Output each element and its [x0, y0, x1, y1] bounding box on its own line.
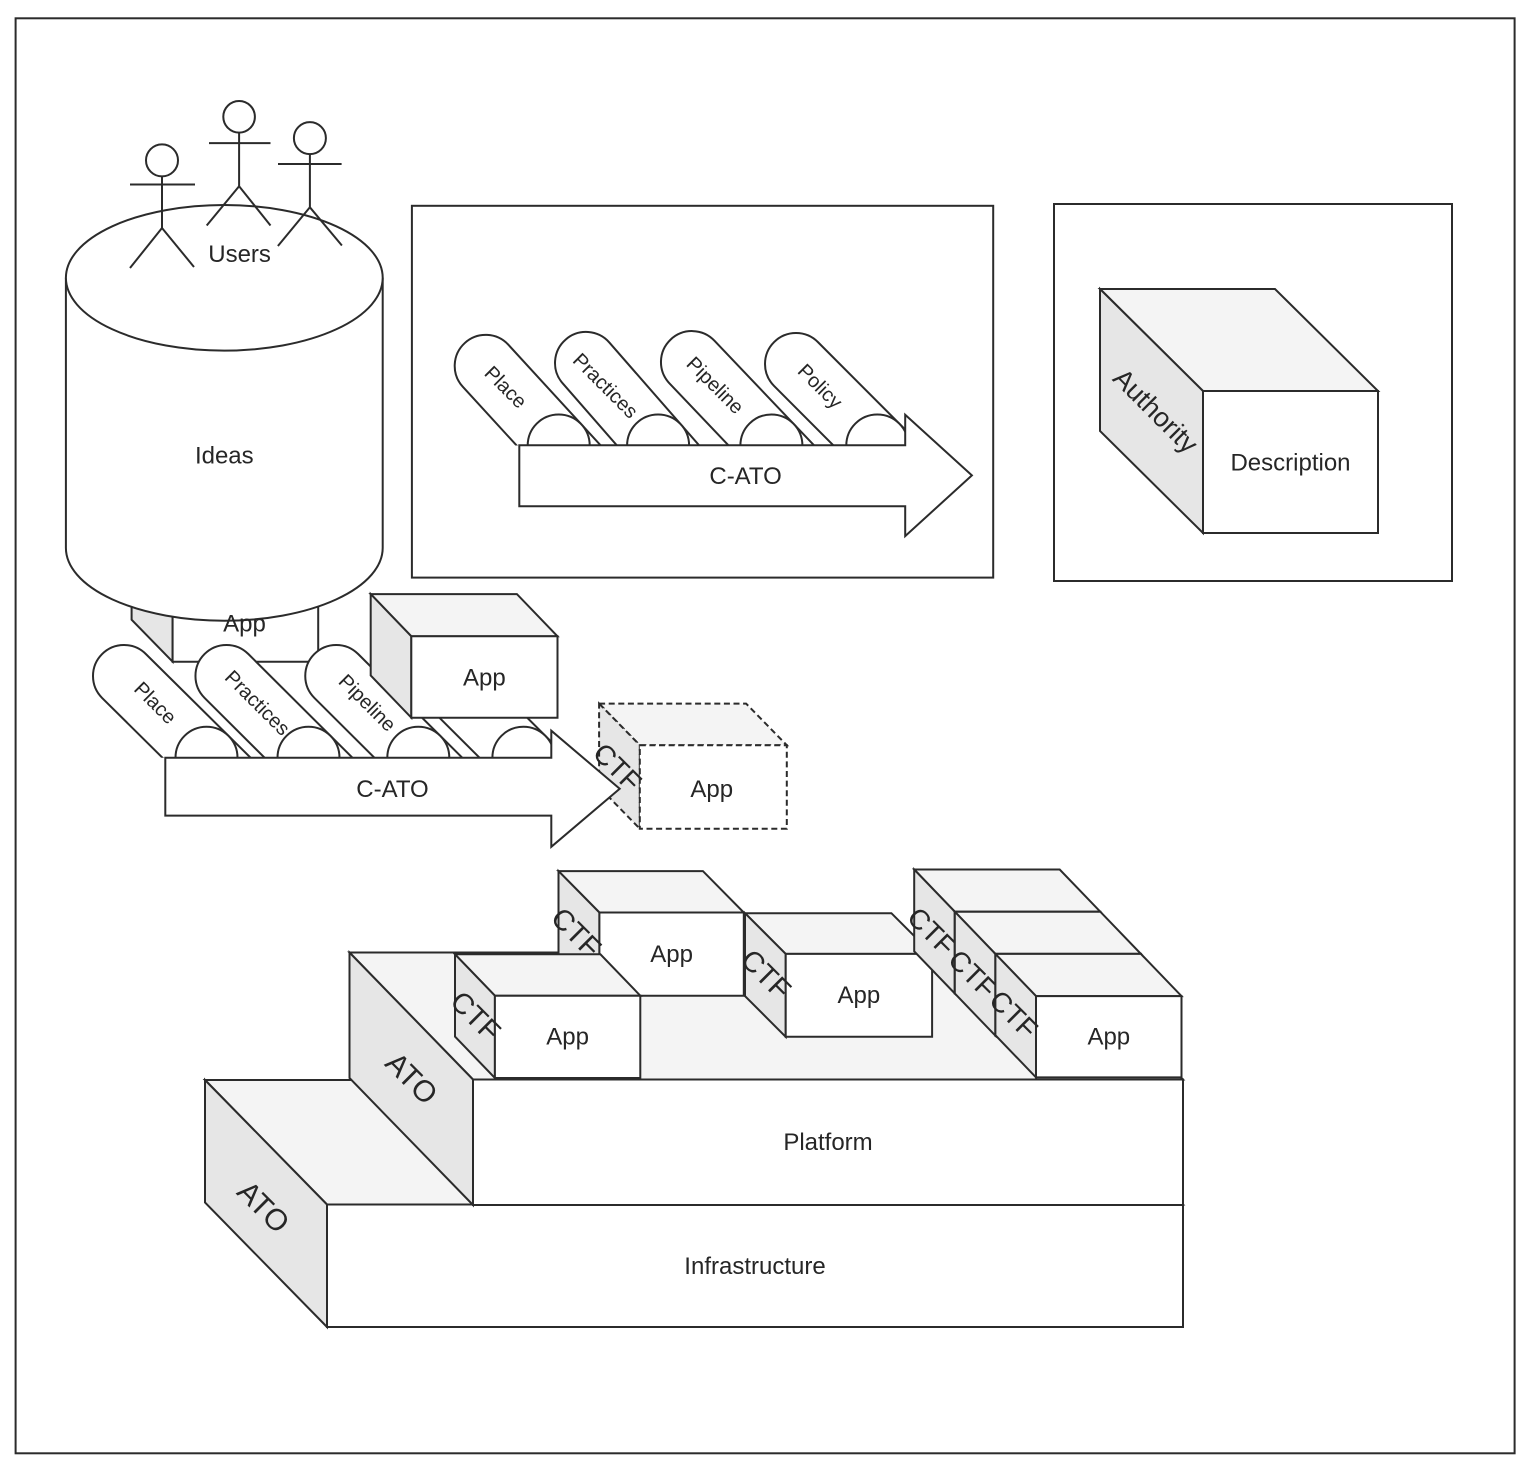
- svg-text:C-ATO: C-ATO: [356, 776, 428, 803]
- svg-text:C-ATO: C-ATO: [709, 463, 781, 490]
- svg-text:Description: Description: [1230, 450, 1350, 477]
- svg-text:App: App: [838, 982, 881, 1009]
- svg-text:App: App: [546, 1024, 589, 1051]
- svg-text:App: App: [223, 611, 266, 638]
- svg-text:Platform: Platform: [783, 1129, 872, 1156]
- svg-text:Users: Users: [208, 241, 271, 268]
- svg-text:Infrastructure: Infrastructure: [684, 1253, 825, 1280]
- svg-text:App: App: [690, 776, 733, 803]
- svg-text:App: App: [650, 941, 693, 968]
- svg-text:App: App: [463, 665, 506, 692]
- svg-text:Ideas: Ideas: [195, 443, 254, 470]
- svg-text:App: App: [1087, 1024, 1130, 1051]
